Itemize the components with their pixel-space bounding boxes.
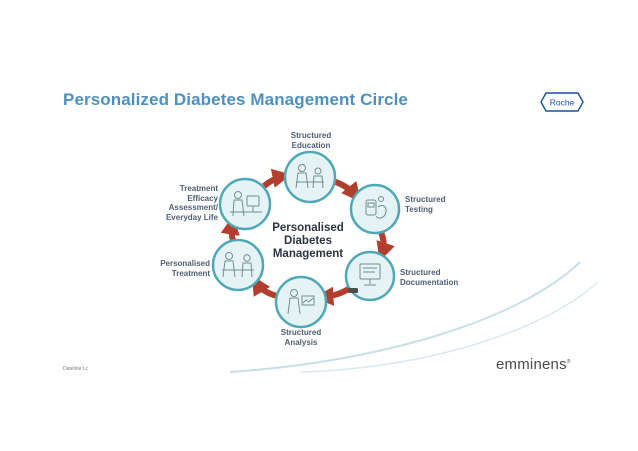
glucose-meter-icon (365, 196, 387, 219)
slide-title: Personalized Diabetes Management Circle (63, 90, 408, 109)
arrow-analysis-to-treatment (252, 275, 278, 299)
label-structured-education: Structured Education (290, 131, 332, 150)
doctor-patient-icon (222, 252, 254, 278)
svg-text:Roche: Roche (550, 98, 575, 108)
label-structured-analysis: Structured Analysis (280, 328, 322, 347)
label-structured-documentation: Structured Documentation (400, 268, 459, 287)
emminens-logo-text: emminens (496, 356, 567, 373)
cycle-arrows (220, 168, 395, 306)
emminens-logo: emminens® (496, 356, 571, 373)
computer-monitor-icon (359, 263, 381, 286)
node-structured-documentation (344, 250, 396, 302)
registered-mark: ® (566, 359, 571, 365)
data-analysis-icon (287, 289, 315, 315)
glucose-meter-device-icon (348, 288, 358, 293)
node-personalised-treatment (211, 238, 265, 292)
roche-logo: Roche (540, 92, 584, 112)
node-structured-testing (349, 183, 401, 235)
center-label: Personalised Diabetes Management (272, 222, 344, 260)
node-structured-analysis (274, 275, 328, 329)
node-treatment-efficacy-assessment (218, 177, 272, 231)
label-structured-testing: Structured Testing (405, 195, 446, 214)
label-treatment-efficacy-assessment: Treatment Efficacy Assessment/ Everyday … (165, 184, 218, 222)
everyday-life-icon (230, 191, 262, 217)
footer-text: Dateline t.c (63, 366, 89, 372)
node-structured-education (283, 150, 337, 204)
label-personalised-treatment: Personalised Treatment (160, 259, 210, 278)
arrow-education-to-testing (332, 178, 361, 202)
teacher-student-icon (295, 164, 324, 189)
arrow-assessment-to-education (262, 168, 292, 189)
